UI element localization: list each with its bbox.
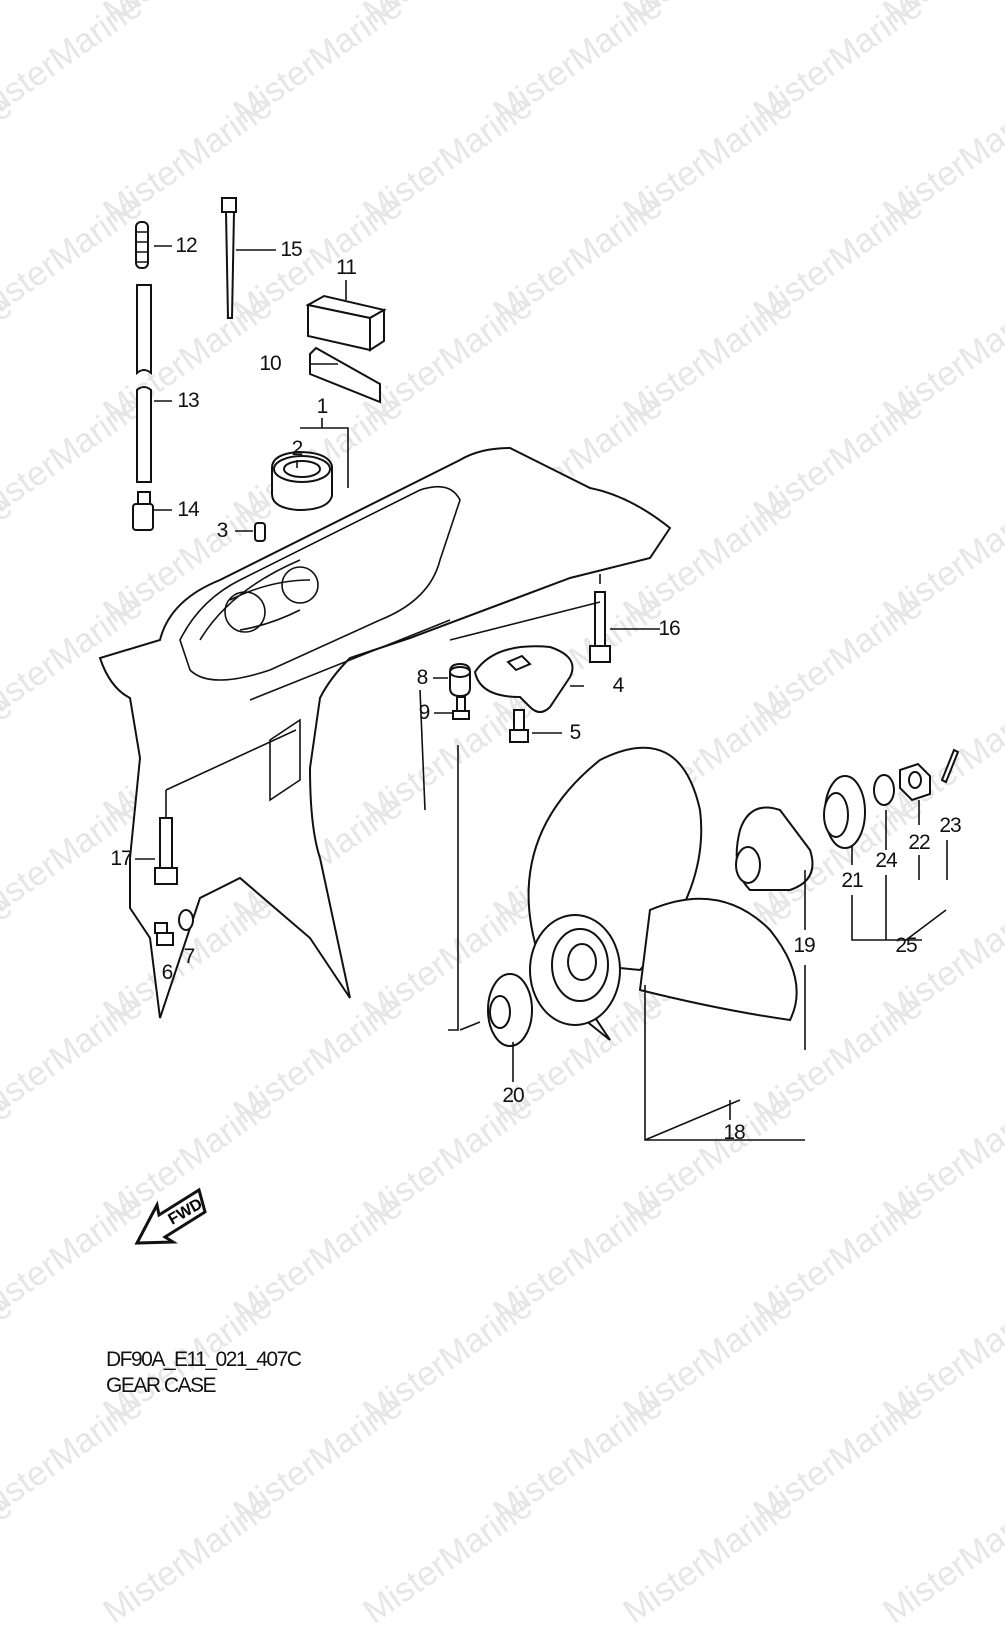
callout-23: 23 — [939, 814, 961, 837]
stopper-part — [823, 775, 866, 849]
callout-22: 22 — [908, 831, 930, 854]
leader-lines — [135, 729, 297, 860]
spacer-part — [449, 662, 471, 698]
callout-17: 17 — [110, 847, 132, 870]
washer-part — [873, 774, 895, 806]
callout-10: 10 — [259, 352, 281, 375]
watermark-text: MisterMarine — [96, 1487, 280, 1632]
callout-21: 21 — [841, 869, 863, 892]
water-tube-part — [136, 284, 152, 483]
drain-plug-part — [154, 922, 174, 946]
exploded-parts-diagram: FWD — [98, 197, 960, 1245]
bearing-part — [271, 450, 333, 512]
callout-13: 13 — [177, 389, 199, 412]
callout-25: 25 — [895, 934, 917, 957]
callout-2: 2 — [291, 437, 304, 460]
gasket-part — [178, 909, 194, 931]
cotter-pin-part — [940, 748, 960, 784]
dowel-pin-part — [254, 522, 266, 542]
nut-part — [899, 762, 931, 802]
callout-6: 6 — [161, 961, 174, 984]
leader-lines — [433, 677, 584, 734]
callout-4: 4 — [612, 674, 625, 697]
tube-joint-part — [132, 491, 154, 531]
bolt-17-part — [154, 817, 178, 885]
bolt-5-part — [509, 709, 529, 743]
callout-9: 9 — [418, 701, 431, 724]
bushing-part — [735, 806, 814, 891]
watermark-text: MisterMarine — [616, 1487, 800, 1632]
callout-8: 8 — [416, 666, 429, 689]
propeller-part — [527, 746, 798, 1041]
leader-lines — [448, 745, 948, 1141]
leader-lines — [154, 245, 349, 532]
callout-19: 19 — [793, 934, 815, 957]
grommet-part — [135, 221, 149, 269]
watermark-text: MisterMarine — [876, 1487, 1005, 1632]
callout-20: 20 — [502, 1084, 524, 1107]
callout-12: 12 — [175, 234, 197, 257]
callout-16: 16 — [658, 617, 680, 640]
diagram-title: GEAR CASE — [106, 1374, 217, 1397]
trim-tab-part — [473, 645, 574, 713]
fwd-arrow-icon: FWD — [134, 1187, 207, 1245]
callout-1: 1 — [316, 395, 329, 418]
callout-18: 18 — [723, 1121, 745, 1144]
callout-15: 15 — [280, 238, 302, 261]
callout-3: 3 — [216, 519, 229, 542]
bolt-16-part — [589, 591, 611, 663]
callout-24: 24 — [875, 849, 897, 872]
diagram-code: DF90A_E11_021_407C — [106, 1348, 302, 1371]
callout-7: 7 — [183, 945, 196, 968]
watermark-text: MisterMarine — [0, 1487, 20, 1632]
gear-case-part — [98, 446, 672, 1019]
callout-5: 5 — [569, 721, 582, 744]
cable-tie-part — [221, 197, 237, 319]
thrust-washer-part — [487, 973, 533, 1047]
leader-lines — [449, 574, 660, 641]
watermark-text: MisterMarine — [356, 1487, 540, 1632]
callout-14: 14 — [177, 498, 199, 521]
bolt-9-part — [452, 696, 470, 720]
seal-strip-part — [309, 346, 381, 404]
callout-11: 11 — [336, 256, 357, 279]
rubber-block-part — [305, 294, 387, 352]
